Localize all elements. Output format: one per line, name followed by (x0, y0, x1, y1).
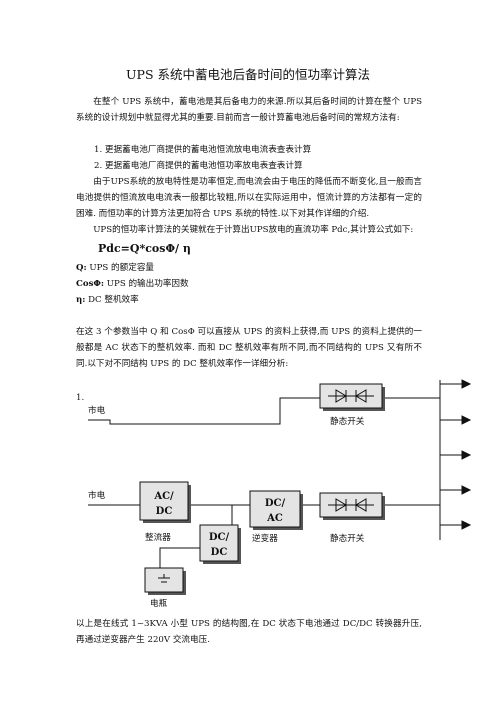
para-efficiency: 在这 3 个参数当中 Q 和 CosΦ 可以直接从 UPS 的资料上获得,而 U… (76, 327, 422, 369)
dcac-label-line2: AC (266, 513, 283, 524)
def-eta-text: DC 整机效率 (85, 295, 139, 305)
bypass-line (88, 397, 440, 425)
battery-icon (158, 574, 170, 583)
battery-link-line (159, 547, 200, 568)
static-switch-top-box (319, 383, 385, 411)
formula-pdc: Pdc=Q*cosΦ/ η (98, 242, 191, 255)
def-cosphi-symbol: CosΦ: (76, 279, 105, 289)
list-number-1: 1. (76, 393, 85, 403)
dcdc-label-line1: DC/ (209, 532, 230, 543)
method-item-2: 2. 更据蓄电池厂商提供的蓄电池恒功率放电表查表计算 (94, 161, 303, 171)
thyristor-icon-bottom (328, 498, 374, 512)
static-switch-bottom-caption: 静态开关 (330, 532, 365, 544)
def-eta-symbol: η: (76, 295, 86, 305)
method-item-1: 1. 更据蓄电池厂商提供的蓄电池恒流放电电流表查表计算 (94, 145, 312, 155)
static-switch-bottom-box (319, 492, 385, 520)
def-eta: η: DC 整机效率 (76, 292, 139, 308)
static-switch-top-caption: 静态开关 (330, 415, 365, 427)
output-arrows (440, 379, 472, 530)
def-cosphi-text: UPS 的输出功率因数 (104, 279, 189, 289)
battery-caption: 电瓶 (150, 597, 168, 609)
rectifier-acdc-box: AC/ DC (139, 481, 191, 523)
thyristor-icon-top (328, 389, 374, 403)
dcac-label-line1: DC/ (265, 498, 286, 509)
def-cosphi: CosΦ: UPS 的输出功率因数 (76, 276, 189, 292)
acdc-label-line1: AC/ (153, 491, 174, 502)
document-title: UPS 系统中蓄电池后备时间的恒功率计算法 (126, 67, 370, 82)
acdc-label-line2: DC (156, 506, 173, 517)
mains-label-top: 市电 (88, 404, 106, 416)
def-q-text: UPS 的额定容量 (86, 263, 155, 273)
rectifier-caption: 整流器 (145, 531, 171, 543)
inverter-dcac-box: DC/ AC (249, 490, 303, 530)
dcdc-converter-box: DC/ DC (199, 524, 241, 564)
inverter-caption: 逆变器 (252, 532, 278, 544)
para-constant-power-key: UPS的恒功率计算法的关键就在于计算出UPS放电的直流功率 Pdc,其计算公式如… (93, 225, 414, 235)
para-discharge-characteristics: 由于UPS系统的放电特性是功率恒定,而电流会由于电压的降低而不断变化,且一般而言… (76, 177, 422, 219)
intro-paragraph: 在整个 UPS 系统中，蓄电池是其后备电力的来源.所以其后备时间的计算在整个 U… (76, 97, 422, 123)
dcdc-label-line2: DC (211, 547, 228, 558)
def-q: Q: UPS 的额定容量 (76, 260, 154, 276)
mains-label-mid: 市电 (88, 489, 106, 501)
def-q-symbol: Q: (76, 263, 87, 273)
battery-box (144, 567, 186, 595)
para-structure-description: 以上是在线式 1~3KVA 小型 UPS 的结构图,在 DC 状态下电池通过 D… (76, 619, 422, 645)
